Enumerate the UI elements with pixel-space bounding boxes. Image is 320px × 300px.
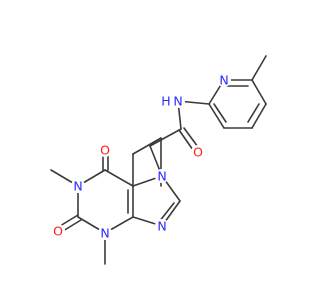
atom-n-amide: N: [173, 94, 182, 109]
bond-ch2-co: [149, 128, 182, 147]
bond-py-inner-2: [247, 103, 260, 123]
molecule-diagram: N N N N O O O N H N: [50, 55, 267, 265]
bond-c2-o2-2: [62, 219, 82, 232]
pyrimidinedione-ring: [77, 169, 134, 234]
bond-py-methyl: [251, 55, 267, 81]
bond-co-o: [178, 129, 194, 151]
bond-py-c6-c5: [251, 79, 267, 105]
bond-co-o-2: [183, 127, 199, 148]
acetamide-linker: [149, 100, 210, 177]
atom-o2: O: [53, 224, 63, 239]
atom-o6: O: [100, 143, 110, 158]
bond-py-c3-c2: [208, 103, 225, 129]
atom-n7: N: [157, 169, 166, 184]
atom-n9: N: [157, 219, 166, 234]
bond-c8-n9-double: [158, 202, 175, 223]
pyridine-ring: [208, 55, 267, 129]
bond-py-inner-3: [213, 103, 227, 123]
atom-labels: N N N N O O O N H N: [51, 73, 231, 241]
ring-carbonyls: [59, 152, 109, 232]
atom-n3: N: [100, 226, 109, 241]
atom-h-amide: H: [161, 94, 170, 109]
bond-c5-c6: [104, 169, 134, 187]
atom-o-amide: O: [193, 145, 203, 160]
bond-c5-c4: [132, 137, 162, 155]
bond-py-c5-c4: [251, 103, 267, 129]
atom-n-pyridine: N: [219, 73, 228, 88]
bond-c2-o2: [59, 214, 79, 227]
structure-svg: N N N N O O O N H N: [50, 55, 267, 265]
atom-n1: N: [73, 179, 82, 194]
